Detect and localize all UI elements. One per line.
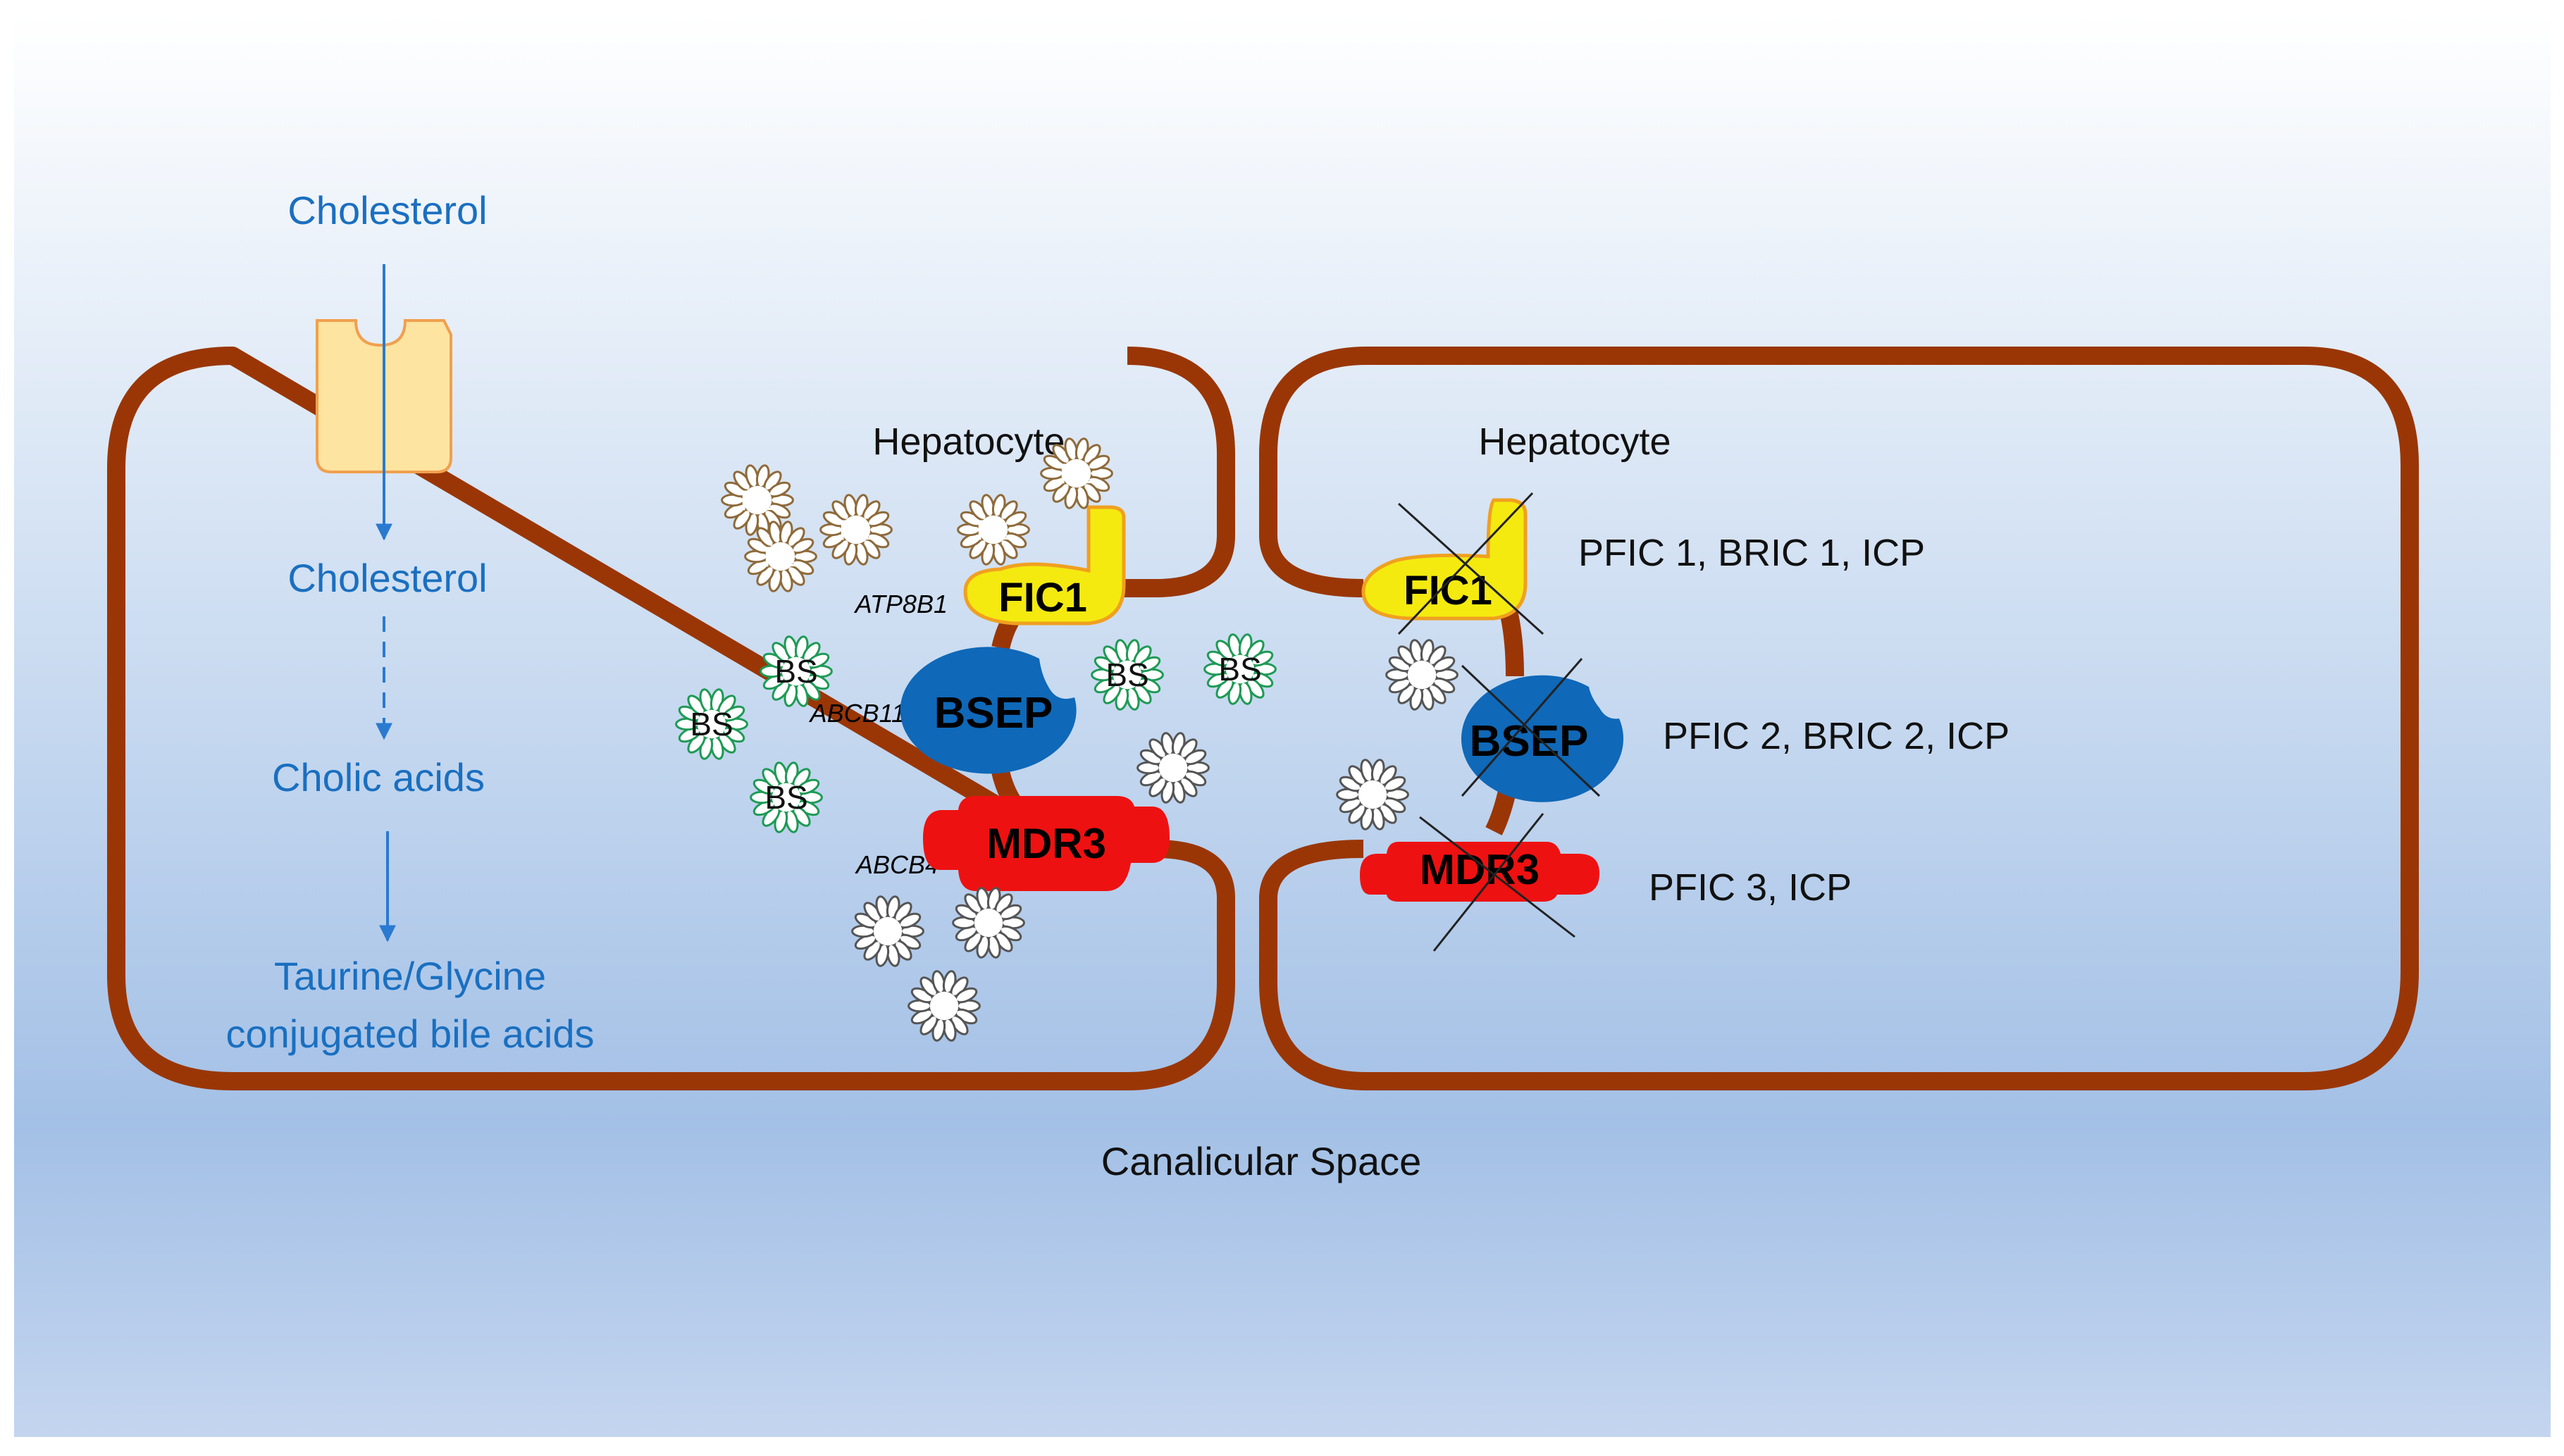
right-hepatocyte-label: Hepatocyte [1478, 421, 1671, 463]
phospholipid-molecules: PL PL PL PL PL [721, 437, 1113, 592]
background [14, 14, 2551, 1437]
phospholipid-micelle-label: PL [839, 515, 874, 546]
phospholipid-micelle: PL [957, 494, 1030, 566]
mdr3-transporter-right [1360, 842, 1599, 902]
mixed-micelle [1336, 759, 1409, 830]
canalicular-space-label: Canalicular Space [1101, 1139, 1421, 1183]
conjugated-label-line2: conjugated bile acids [225, 1012, 594, 1056]
disease-label-mdr3: PFIC 3, ICP [1649, 866, 1852, 909]
left-cell-membrane [107, 347, 1235, 1090]
bile-salt-micelle: BS [760, 635, 833, 707]
cholic-acids-label: Cholic acids [272, 755, 485, 799]
disease-label-bsep: PFIC 2, BRIC 2, ICP [1663, 715, 2009, 757]
conjugated-label-line1: Taurine/Glycine [274, 954, 546, 998]
bsep-cross-mark [1461, 658, 1601, 797]
bile-salt-micelle: BS [750, 761, 823, 833]
mdr3-transporter-left [923, 796, 1170, 891]
phospholipid-micelle-label: PL [1060, 459, 1094, 490]
disease-label-fic1: PFIC 1, BRIC 1, ICP [1578, 532, 1925, 574]
fic1-label-right: FIC1 [1404, 568, 1492, 614]
phospholipid-micelle: PL [744, 521, 817, 592]
mixed-micelle [1385, 639, 1458, 711]
mixed-micelle [851, 895, 924, 967]
bile-salt-micelle-label: BS [764, 779, 807, 816]
phospholipid-micelle-label: PL [977, 515, 1011, 546]
bile-salt-micelle-label: BS [1218, 651, 1261, 687]
mixed-micelle [1137, 732, 1210, 804]
mixed-micelle [908, 970, 981, 1042]
cholesterol-inner-label: Cholesterol [287, 556, 487, 600]
bsep-transporter-right [1461, 675, 1624, 802]
gene-abcb11-label: ABCB11 [809, 699, 905, 728]
left-hepatocyte-label: Hepatocyte [872, 421, 1065, 463]
fic1-transporter-left [963, 505, 1126, 626]
phospholipid-micelle-label: PL [741, 485, 775, 516]
bsep-label-right: BSEP [1470, 717, 1589, 766]
mdr3-label-right: MDR3 [1420, 846, 1540, 893]
bile-salt-micelle: BS [1203, 633, 1277, 705]
bile-salt-micelle-label: BS [690, 706, 733, 742]
phospholipid-micelle: PL [721, 464, 794, 536]
mdr3-cross-mark [1419, 813, 1575, 952]
bsep-label-left: BSEP [934, 689, 1053, 738]
mdr3-label-left: MDR3 [986, 820, 1106, 867]
phospholipid-micelle: PL [819, 494, 893, 566]
fic1-label-left: FIC1 [998, 575, 1087, 621]
phospholipid-micelle: PL [1040, 437, 1113, 509]
fic1-transporter-right [1361, 498, 1528, 621]
bile-salt-micelle: BS [1091, 639, 1164, 711]
cholesterol-top-label: Cholesterol [287, 188, 487, 232]
bile-salt-micelle-label: BS [1106, 657, 1148, 693]
bile-salt-micelle: BS [675, 688, 748, 760]
gene-atp8b1-label: ATP8B1 [854, 590, 948, 618]
phospholipid-micelle-label: PL [764, 542, 798, 573]
mixed-micelle-molecules [851, 639, 1458, 1042]
right-cell-membrane [1259, 347, 2419, 1090]
mixed-micelle [952, 887, 1025, 959]
bsep-transporter-left [900, 647, 1077, 774]
fic1-cross-mark [1397, 492, 1544, 635]
bile-salt-micelle-label: BS [774, 653, 817, 690]
bile-salt-molecules: BS BS BS BS BS [675, 633, 1277, 833]
